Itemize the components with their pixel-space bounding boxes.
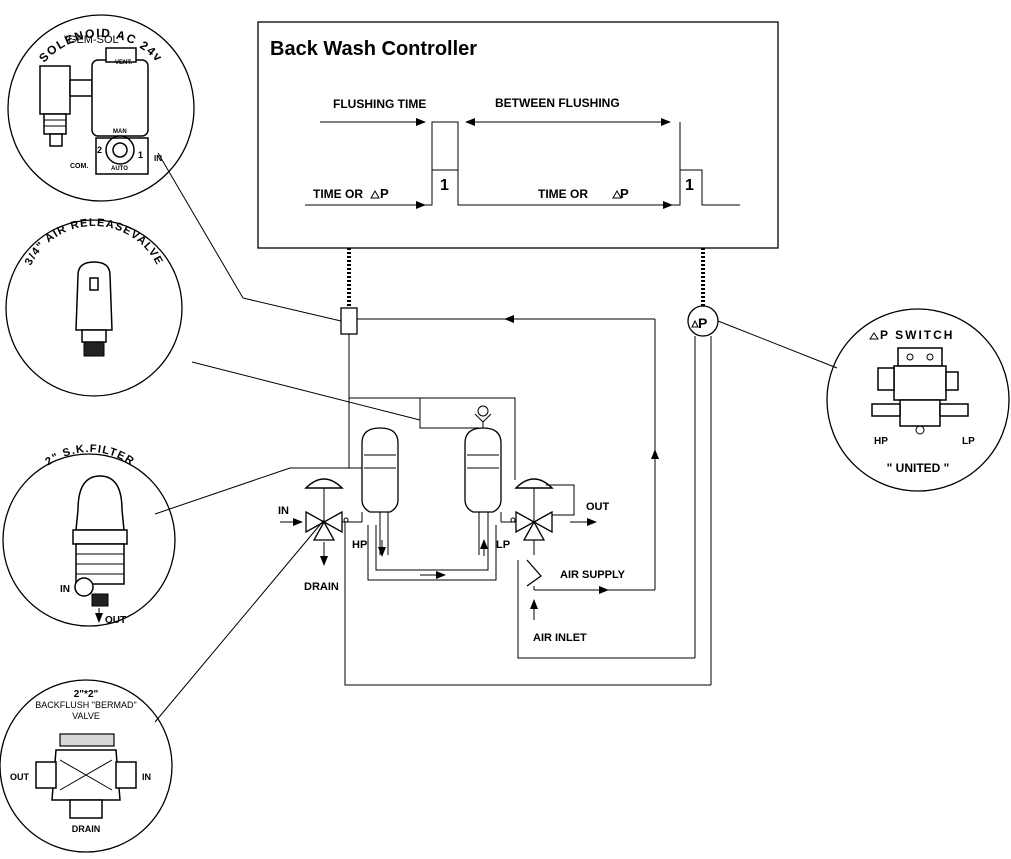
bermad-line2: BACKFLUSH "BERMAD"	[35, 700, 136, 710]
callout-filter: 2" S.K.FILTER IN OUT	[2, 443, 176, 627]
hp-label: HP	[352, 539, 367, 551]
callout-solenoid: SOLENOID AC 24v "GEM-SOL" VENT. MAN AUTO…	[7, 14, 195, 202]
pulse-label-2: 1	[685, 177, 694, 194]
filter-tank-right	[464, 405, 502, 555]
pulse-label-1: 1	[440, 177, 449, 194]
callout-dp-switch: P SWITCH HP LP " UNITED "	[826, 308, 1010, 492]
filter-out: OUT	[105, 615, 126, 626]
lp-label: LP	[496, 539, 510, 551]
callout-air-release: 3/4" AIR RELEASEVALVE	[5, 217, 183, 397]
bermad-out: OUT	[10, 772, 30, 782]
time-or-right: TIME OR	[538, 187, 588, 201]
between-flushing-label: BETWEEN FLUSHING	[495, 96, 620, 110]
flushing-time-label: FLUSHING TIME	[333, 97, 426, 111]
solenoid-port-2: 2	[97, 145, 102, 155]
solenoid-vent: VENT.	[115, 60, 132, 66]
filter-in: IN	[60, 584, 70, 595]
controller-title: Back Wash Controller	[270, 38, 477, 60]
air-inlet-label: AIR INLET	[533, 632, 587, 644]
solenoid-in: IN	[154, 154, 162, 163]
solenoid-com: COM.	[70, 163, 88, 170]
bermad-in: IN	[142, 772, 151, 782]
air-release-title: 3/4" AIR RELEASEVALVE	[23, 217, 165, 267]
bermad-line1: 2"*2"	[74, 689, 99, 700]
solenoid-port-1: 1	[138, 150, 143, 160]
backflush-valve-left	[280, 478, 363, 566]
dp-switch-hp: HP	[874, 436, 888, 447]
solenoid-man: MAN	[113, 129, 127, 135]
controller-box: Back Wash Controller FLUSHING TIME BETWE…	[257, 21, 779, 249]
dp-left: P	[380, 186, 389, 201]
bermad-line3: VALVE	[72, 711, 100, 721]
dp-switch-title: P SWITCH	[880, 328, 954, 342]
dp-right: P	[620, 186, 629, 201]
drain-label: DRAIN	[304, 581, 339, 593]
leader-lines	[154, 152, 838, 723]
out-label: OUT	[586, 501, 610, 513]
dp-switch-brand: " UNITED "	[887, 461, 950, 475]
delta-icon	[370, 189, 380, 199]
time-or-left: TIME OR	[313, 187, 363, 201]
solenoid-box	[340, 307, 358, 335]
callout-bermad: 2"*2" BACKFLUSH "BERMAD" VALVE OUT IN DR…	[0, 679, 173, 853]
solenoid-subtitle: "GEM-SOL"	[64, 34, 123, 46]
schematic: P	[278, 305, 719, 686]
dp-switch-lp: LP	[962, 436, 975, 447]
backflush-valve-right	[500, 478, 597, 541]
bermad-drain: DRAIN	[72, 824, 101, 834]
delta-icon	[691, 319, 699, 328]
filter-tank-left	[361, 427, 399, 555]
in-label: IN	[278, 505, 289, 517]
air-supply-check	[526, 540, 655, 620]
pulse-train	[305, 169, 740, 206]
dp-gauge-label: P	[698, 315, 707, 331]
air-supply-label: AIR SUPPLY	[560, 569, 626, 581]
solenoid-auto: AUTO	[111, 166, 128, 172]
filter-title: 2" S.K.FILTER	[43, 443, 136, 468]
delta-icon	[612, 189, 622, 199]
delta-icon	[869, 332, 879, 340]
